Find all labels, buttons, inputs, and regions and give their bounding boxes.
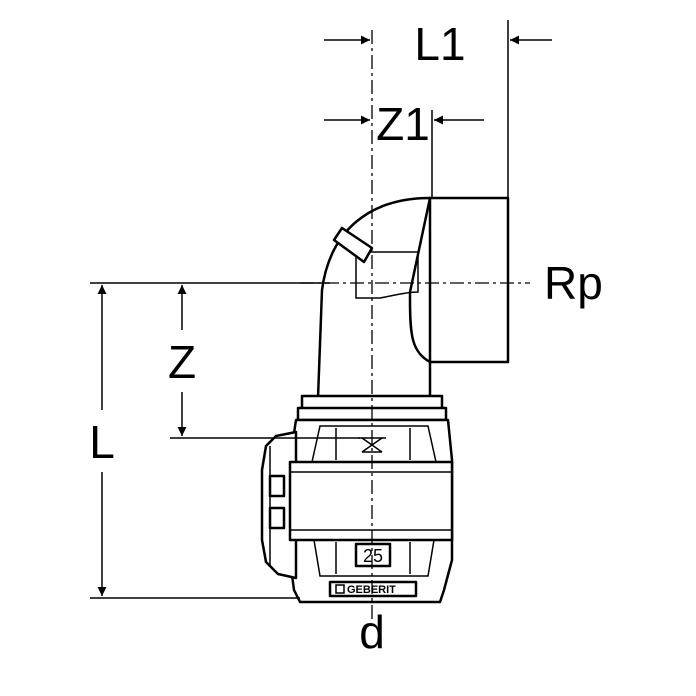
brand-strip [328, 580, 418, 598]
center-lines [300, 30, 530, 620]
compression-band [288, 460, 454, 542]
label-rp: Rp [544, 257, 603, 309]
label-l1: L1 [414, 18, 465, 70]
dimension-d: d [359, 606, 385, 658]
dimension-z: Z [168, 285, 196, 436]
elbow-body [316, 196, 510, 400]
dimension-l1: L1 [324, 18, 552, 70]
label-z1: Z1 [376, 98, 430, 150]
size-marking-box [354, 542, 392, 568]
label-z: Z [168, 336, 196, 388]
label-l: L [89, 416, 115, 468]
pushfit-body: 25 GEBERIT [260, 418, 454, 604]
size-marking: 25 [363, 546, 383, 566]
clip-tab-upper [268, 474, 286, 498]
dimension-rp: Rp [544, 257, 603, 309]
threaded-socket [428, 196, 510, 364]
clip-tab-lower [268, 506, 286, 530]
dimension-l: L [89, 285, 115, 596]
thread-window [355, 251, 419, 299]
label-d: d [359, 606, 385, 658]
dimension-z1: Z1 [324, 98, 484, 150]
extension-lines [90, 20, 509, 599]
brand-logo-square-icon [335, 584, 345, 594]
